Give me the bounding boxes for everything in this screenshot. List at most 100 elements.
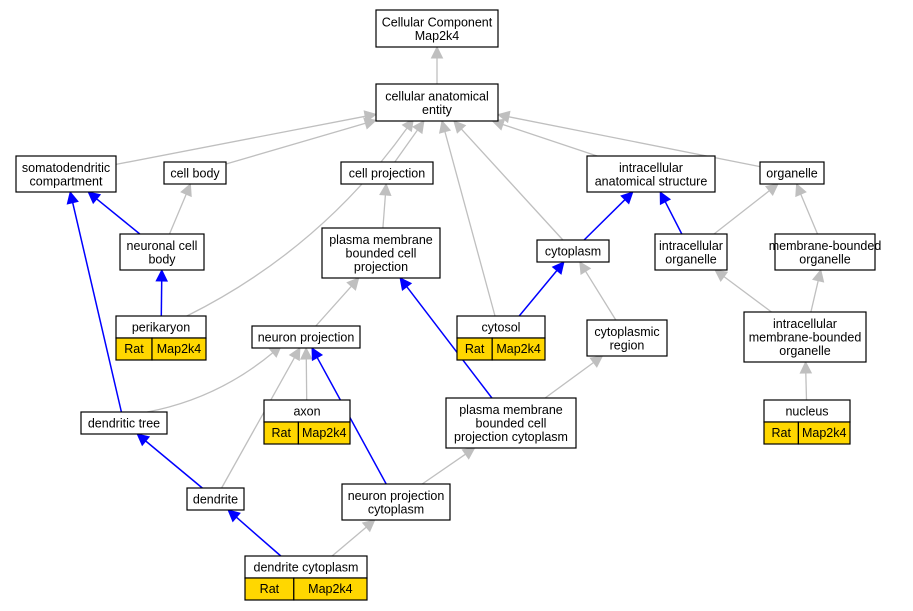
edge-dtree-to-nproj bbox=[147, 352, 274, 413]
node-axon-gene-label: Map2k4 bbox=[302, 426, 347, 440]
node-cytreg-label-line: cytoplasmic bbox=[594, 325, 659, 339]
edge-ias-to-cae bbox=[502, 123, 598, 157]
node-axon-label-line: axon bbox=[293, 405, 320, 419]
node-pmbcpc-label-line: plasma membrane bbox=[459, 403, 563, 417]
arrowhead-dendrite-to-nproj bbox=[288, 347, 301, 362]
node-axon-species-label: Rat bbox=[271, 426, 291, 440]
node-cytosol-gene-cell bbox=[491, 337, 546, 361]
node-ncb-box bbox=[119, 233, 205, 271]
arrowhead-nproj-to-pmbcp bbox=[346, 277, 360, 291]
node-cytosol-label-line: cytosol bbox=[482, 321, 521, 335]
arrowhead-cytreg-to-cytoplasm bbox=[579, 261, 592, 276]
node-mbo-label-line: membrane-bounded bbox=[769, 239, 882, 253]
arrowhead-npc-to-pmbcpc bbox=[461, 447, 476, 460]
node-peri-gene-cell bbox=[151, 337, 207, 361]
arrowhead-peri-to-cae bbox=[401, 118, 414, 133]
node-npc-label-line: cytoplasm bbox=[368, 502, 424, 516]
node-nucleus-species-label: Rat bbox=[771, 426, 791, 440]
node-mbo-label-line: organelle bbox=[799, 252, 850, 266]
arrowhead-pmbcpc-to-pmbcp bbox=[399, 277, 413, 291]
arrowhead-imbo-to-io bbox=[714, 269, 729, 282]
arrowhead-ncb-to-soma bbox=[87, 191, 102, 205]
arrowhead-io-to-ias bbox=[659, 190, 672, 206]
node-pmbcp-label-line: bounded cell bbox=[346, 247, 417, 261]
node-nproj[interactable]: neuron projection bbox=[251, 325, 361, 349]
node-imbo-box bbox=[743, 311, 867, 363]
arrowhead-cytoplasm-to-cae bbox=[453, 120, 467, 134]
edge-nucleus-to-imbo bbox=[805, 372, 808, 401]
edge-npc-to-pmbcpc bbox=[421, 453, 466, 485]
edge-organelle-to-cae bbox=[508, 116, 761, 168]
edge-dendrite-to-nproj bbox=[221, 357, 296, 489]
node-dcyt-species-label: Rat bbox=[260, 582, 280, 596]
node-ias-box bbox=[586, 155, 716, 193]
edge-cytreg-to-cytoplasm bbox=[585, 270, 617, 321]
edge-cellproj-to-cae bbox=[394, 129, 419, 163]
edge-pmbcpc-to-cytreg bbox=[544, 361, 594, 399]
arrowhead-dcyt-to-dendrite bbox=[227, 509, 241, 523]
node-dtree[interactable]: dendritic tree bbox=[80, 411, 168, 435]
node-io-label-line: organelle bbox=[665, 252, 716, 266]
edge-cellbody-to-cae bbox=[225, 122, 366, 165]
arrowhead-imbo-to-mbo bbox=[811, 268, 825, 283]
node-root-box bbox=[375, 9, 499, 48]
node-cellproj[interactable]: cell projection bbox=[340, 161, 434, 185]
node-root-label-line: Cellular Component bbox=[382, 15, 493, 29]
node-cae-label-line: entity bbox=[422, 103, 453, 117]
node-dcyt-label-line: dendrite cytoplasm bbox=[254, 561, 359, 575]
edge-cytoplasm-to-cae bbox=[460, 128, 564, 241]
node-cytoplasm[interactable]: cytoplasm bbox=[536, 239, 610, 263]
node-cellbody[interactable]: cell body bbox=[163, 161, 227, 185]
node-dendrite[interactable]: dendrite bbox=[186, 487, 245, 511]
arrowhead-cellbody-to-cae bbox=[363, 117, 378, 130]
arrowhead-organelle-to-cae bbox=[496, 110, 511, 124]
node-organelle[interactable]: organelle bbox=[759, 161, 825, 185]
arrowhead-cytoplasm-to-ias bbox=[620, 191, 634, 205]
edge-cytosol-to-cytoplasm bbox=[518, 270, 558, 317]
node-mbo-box bbox=[774, 233, 876, 271]
node-cytreg-box bbox=[586, 319, 668, 357]
node-pmbcp-box bbox=[321, 227, 441, 279]
edge-ncb-to-cellbody bbox=[168, 193, 187, 235]
arrowhead-npc-to-nproj bbox=[311, 347, 324, 362]
arrowhead-cytosol-to-cytoplasm bbox=[551, 261, 565, 275]
arrowhead-dcyt-to-npc bbox=[361, 519, 376, 533]
node-imbo-label-line: membrane-bounded bbox=[749, 331, 862, 345]
node-io-box bbox=[654, 233, 728, 271]
arrowhead-axon-to-nproj bbox=[300, 346, 313, 360]
edge-soma-to-cae bbox=[115, 115, 366, 166]
node-cellbody-label-line: cell body bbox=[170, 167, 220, 181]
arrowhead-io-to-organelle bbox=[765, 183, 779, 197]
node-pmbcpc-box bbox=[445, 397, 577, 449]
node-imbo-label-line: organelle bbox=[779, 344, 830, 358]
edge-mbo-to-organelle bbox=[800, 193, 819, 235]
node-cytreg-label-line: region bbox=[610, 338, 645, 352]
node-cytosol-species-label: Rat bbox=[465, 342, 485, 356]
arrowhead-cae-to-root bbox=[430, 45, 444, 59]
node-peri-gene-label: Map2k4 bbox=[157, 342, 202, 356]
node-npc-label-line: neuron projection bbox=[348, 489, 445, 503]
node-peri-species-label: Rat bbox=[124, 342, 144, 356]
edge-cytoplasm-to-ias bbox=[583, 199, 626, 241]
node-cytoplasm-label-line: cytoplasm bbox=[545, 245, 601, 259]
node-cae-label-line: cellular anatomical bbox=[385, 89, 489, 103]
arrowhead-dtree-to-soma bbox=[66, 190, 79, 205]
